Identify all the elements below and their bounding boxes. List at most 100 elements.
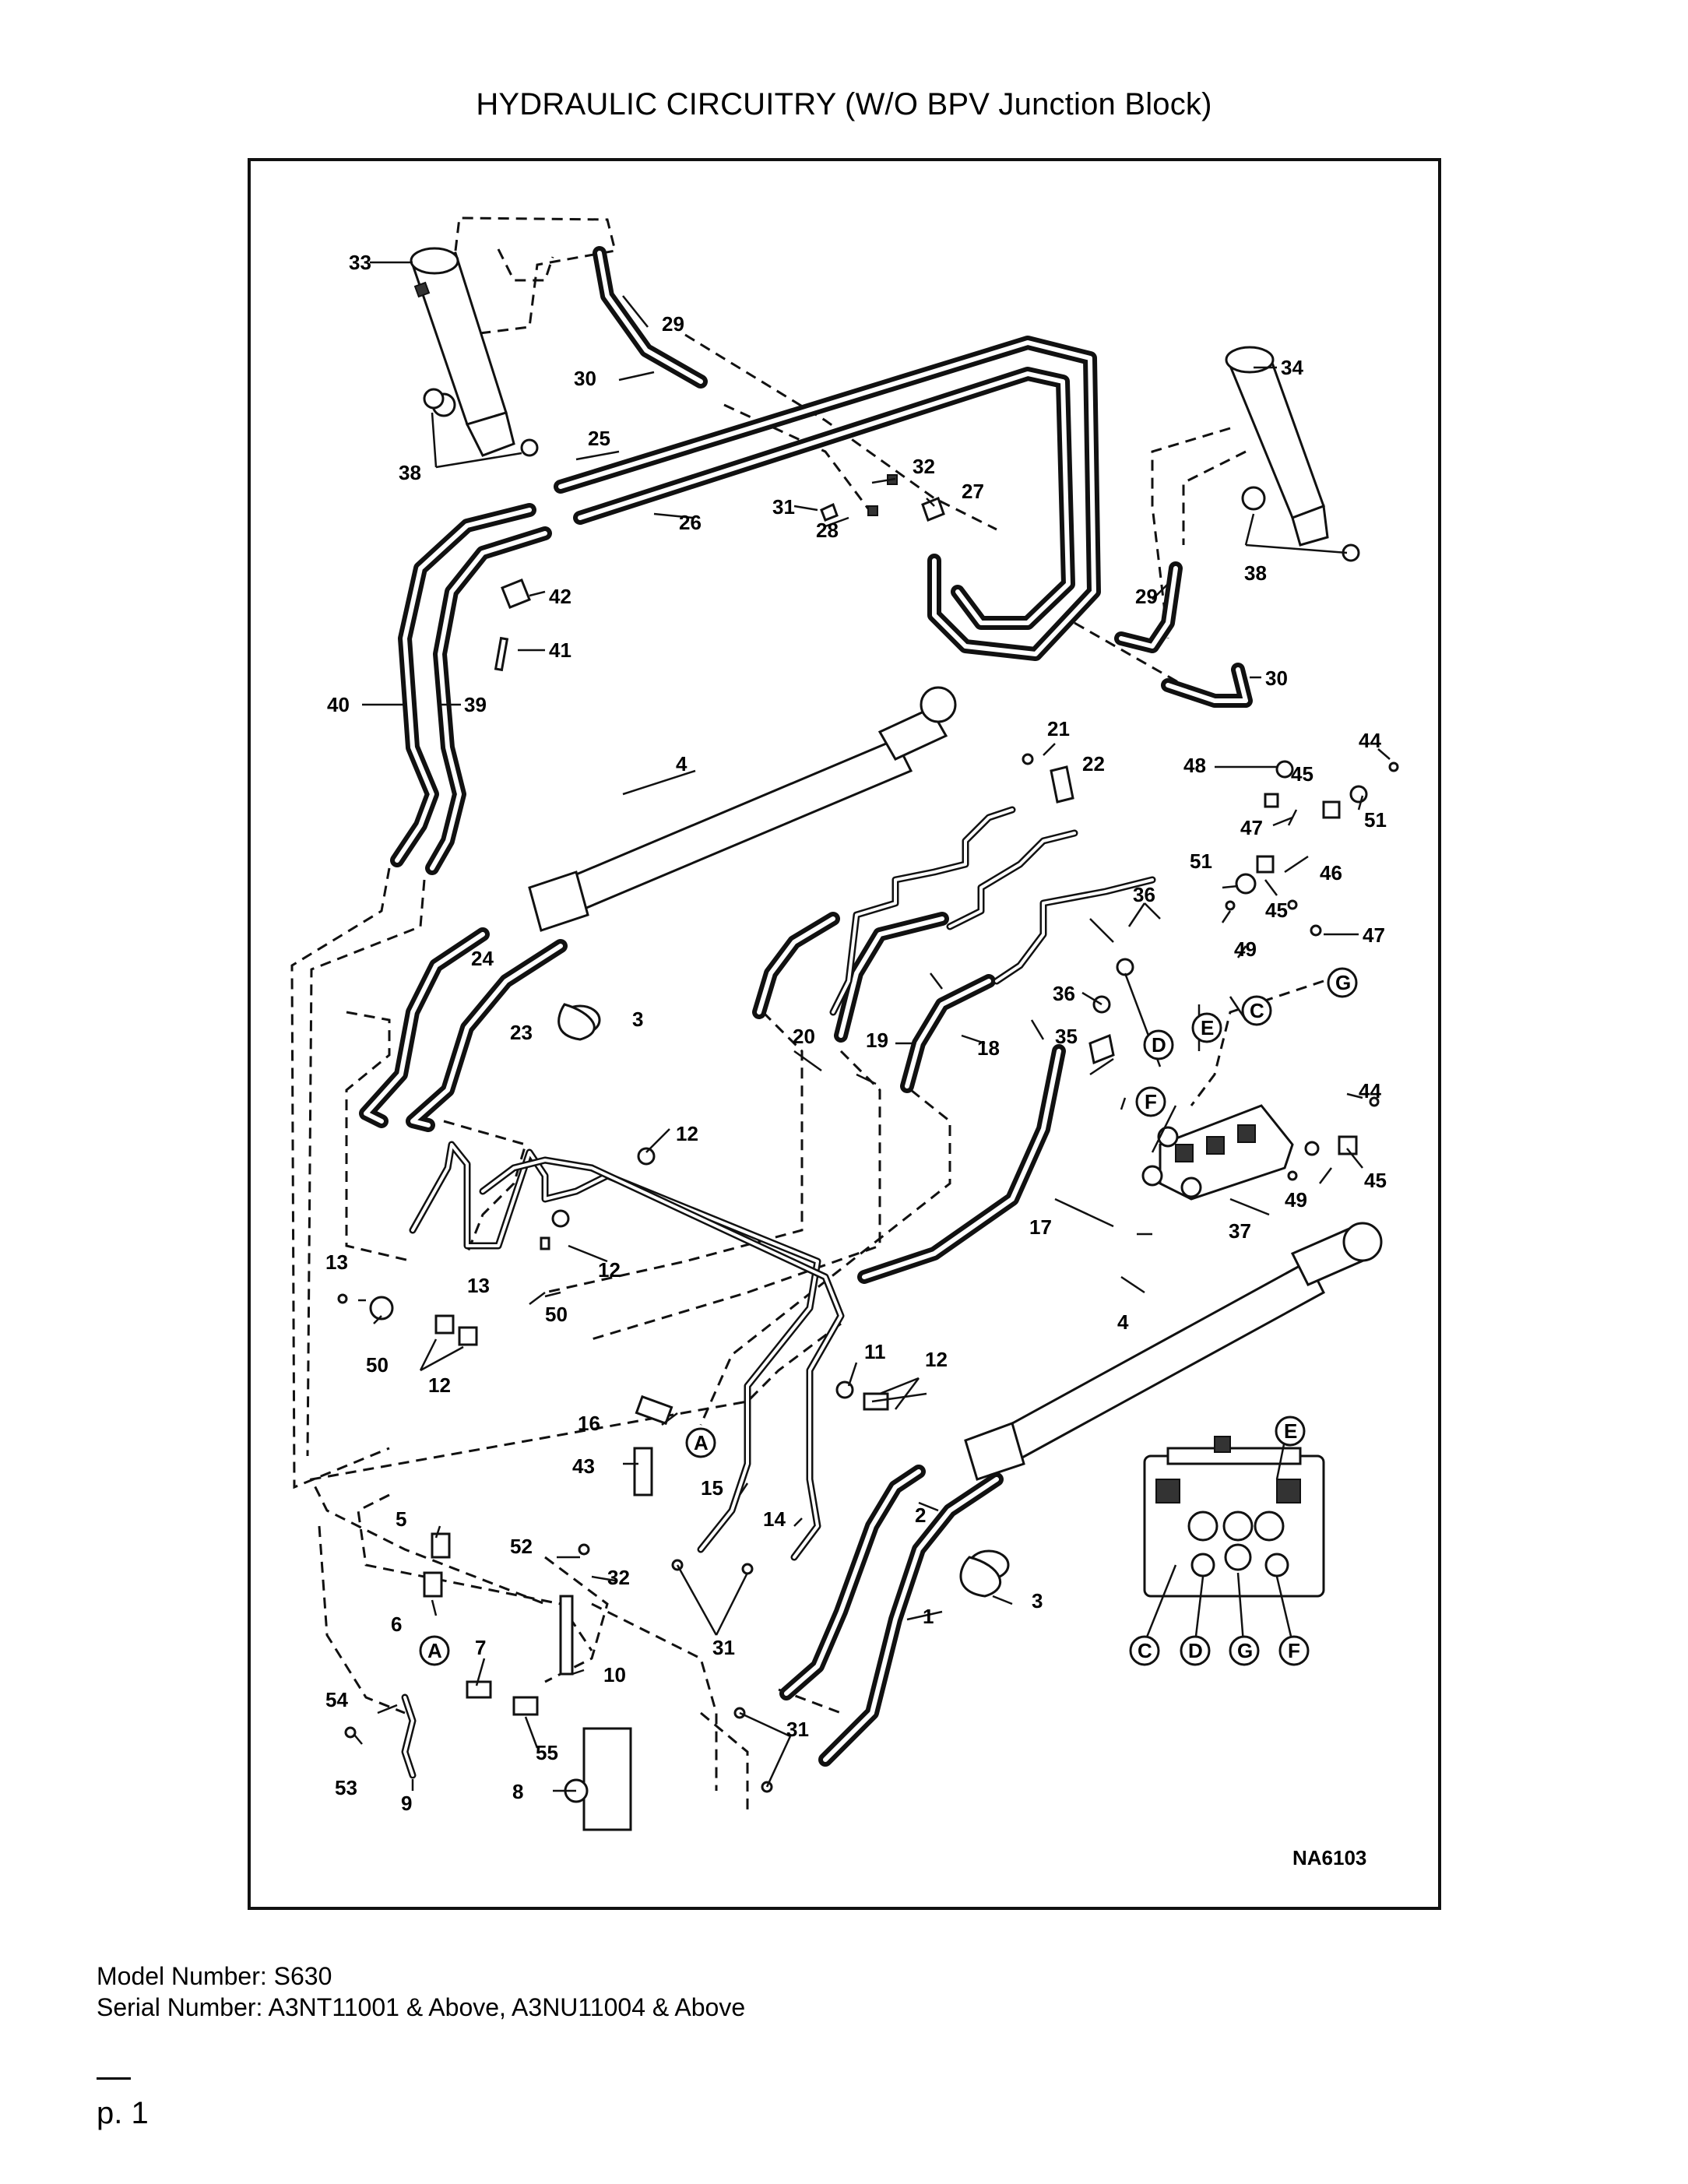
port-c-upper — [1241, 995, 1272, 1026]
port-d-detail-label: D — [1188, 1639, 1203, 1662]
tubes — [401, 806, 1156, 1779]
port-c-detail — [1129, 1635, 1160, 1666]
page-title: HYDRAULIC CIRCUITRY (W/O BPV Junction Bl… — [476, 87, 1212, 121]
callout-12-d: 12 — [925, 1348, 948, 1371]
callout-52: 52 — [510, 1535, 533, 1558]
model-number: Model Number: S630 — [97, 1962, 332, 1990]
callout-20: 20 — [793, 1025, 815, 1048]
callout-22: 22 — [1082, 752, 1105, 775]
callout-21: 21 — [1047, 717, 1070, 740]
callout-17: 17 — [1029, 1215, 1052, 1239]
port-d-upper-label: D — [1152, 1033, 1166, 1057]
dashed-connections — [290, 216, 1324, 1814]
hose-clamp-lower — [959, 1556, 1002, 1598]
port-d-detail — [1180, 1635, 1211, 1666]
page-number: p. 1 — [97, 2096, 149, 2130]
callout-30-lower: 30 — [1265, 666, 1288, 690]
cylinder-33 — [410, 247, 539, 457]
callout-47-upper: 47 — [1240, 816, 1263, 839]
valve-detail-view — [1143, 1436, 1325, 1598]
callout-6: 6 — [391, 1613, 402, 1636]
callout-29-upper: 29 — [662, 312, 684, 336]
callout-31-mid: 31 — [712, 1636, 735, 1659]
callout-9: 9 — [401, 1792, 412, 1815]
callout-47-lower: 47 — [1363, 923, 1385, 947]
callout-44-lower: 44 — [1359, 1079, 1381, 1103]
callout-41: 41 — [549, 638, 571, 662]
callout-50-mid: 50 — [545, 1303, 568, 1326]
callout-24: 24 — [471, 947, 494, 970]
port-a-upper — [685, 1427, 716, 1458]
callout-38-left: 38 — [399, 461, 421, 484]
port-f-upper — [1135, 1086, 1166, 1117]
diagram-border — [248, 158, 1441, 1910]
callout-48: 48 — [1183, 754, 1206, 777]
port-c-upper-label: C — [1250, 999, 1264, 1022]
callout-8: 8 — [512, 1780, 523, 1803]
callout-46: 46 — [1320, 861, 1342, 885]
page-rule — [97, 2077, 131, 2080]
diagram-frame: 33 34 38 38 29 30 25 26 32 27 31 28 29 3… — [248, 158, 1441, 1910]
callout-26: 26 — [679, 511, 702, 534]
callout-30-upper: 30 — [574, 367, 596, 390]
callout-12-a: 12 — [676, 1122, 698, 1145]
hose-clamp-upper — [557, 1003, 596, 1041]
fittings — [337, 281, 1399, 1831]
callout-36-a: 36 — [1133, 883, 1155, 906]
port-f-detail — [1278, 1635, 1310, 1666]
callout-55: 55 — [536, 1741, 558, 1764]
callout-43: 43 — [572, 1454, 595, 1478]
cylinder-4-lower — [964, 1222, 1383, 1481]
port-a-upper-label: A — [694, 1431, 709, 1454]
port-a-lower — [419, 1635, 450, 1666]
cylinder-4-upper — [528, 686, 957, 932]
serial-number: Serial Number: A3NT11001 & Above, A3NU11… — [97, 1993, 746, 2021]
callout-31-upper: 31 — [772, 495, 795, 519]
cylinder-34 — [1225, 346, 1360, 562]
callout-37: 37 — [1229, 1219, 1251, 1243]
callout-38-right: 38 — [1244, 561, 1267, 585]
callout-15: 15 — [701, 1476, 723, 1500]
callout-13-mid: 13 — [467, 1274, 490, 1297]
port-e-upper — [1191, 1012, 1222, 1043]
callout-25: 25 — [588, 427, 610, 450]
callout-13-left: 13 — [325, 1250, 348, 1274]
callout-11: 11 — [864, 1340, 886, 1363]
callout-29-lower: 29 — [1135, 585, 1158, 608]
callout-32-upper: 32 — [913, 455, 935, 478]
callout-12-c: 12 — [428, 1373, 451, 1397]
callout-40: 40 — [327, 693, 350, 716]
callout-16: 16 — [578, 1412, 600, 1435]
port-e-detail — [1275, 1416, 1306, 1447]
callout-42: 42 — [549, 585, 571, 608]
callout-51-left: 51 — [1190, 849, 1212, 873]
callout-4-upper: 4 — [676, 752, 688, 775]
callout-35: 35 — [1055, 1025, 1078, 1048]
port-g-detail-label: G — [1237, 1639, 1253, 1662]
callout-7: 7 — [475, 1636, 486, 1659]
callout-34: 34 — [1281, 356, 1303, 379]
callout-45-a: 45 — [1291, 762, 1313, 786]
callout-49-lower: 49 — [1285, 1188, 1307, 1212]
callout-28: 28 — [816, 519, 839, 542]
callout-4-lower: 4 — [1117, 1310, 1129, 1334]
callout-39: 39 — [464, 693, 487, 716]
control-valve-37 — [1141, 1104, 1294, 1201]
port-g-upper — [1327, 967, 1358, 998]
callout-3-lower: 3 — [1032, 1589, 1043, 1613]
callout-49-upper: 49 — [1234, 937, 1257, 961]
callout-2: 2 — [915, 1503, 926, 1527]
callout-36-b: 36 — [1053, 982, 1075, 1005]
callout-labels: 33 34 38 38 29 30 25 26 32 27 31 28 29 3… — [325, 251, 1387, 1869]
port-e-upper-label: E — [1201, 1016, 1214, 1039]
port-d-upper — [1143, 1029, 1174, 1060]
port-c-detail-label: C — [1138, 1639, 1152, 1662]
port-g-upper-label: G — [1335, 971, 1351, 994]
callout-14: 14 — [763, 1507, 786, 1531]
port-markers: A A C D E F G E C D G F — [419, 967, 1358, 1666]
port-f-upper-label: F — [1145, 1090, 1157, 1113]
port-a-lower-label: A — [427, 1639, 442, 1662]
callout-33: 33 — [349, 251, 371, 274]
callout-44-upper: 44 — [1359, 729, 1381, 752]
callout-45-c: 45 — [1364, 1169, 1387, 1192]
